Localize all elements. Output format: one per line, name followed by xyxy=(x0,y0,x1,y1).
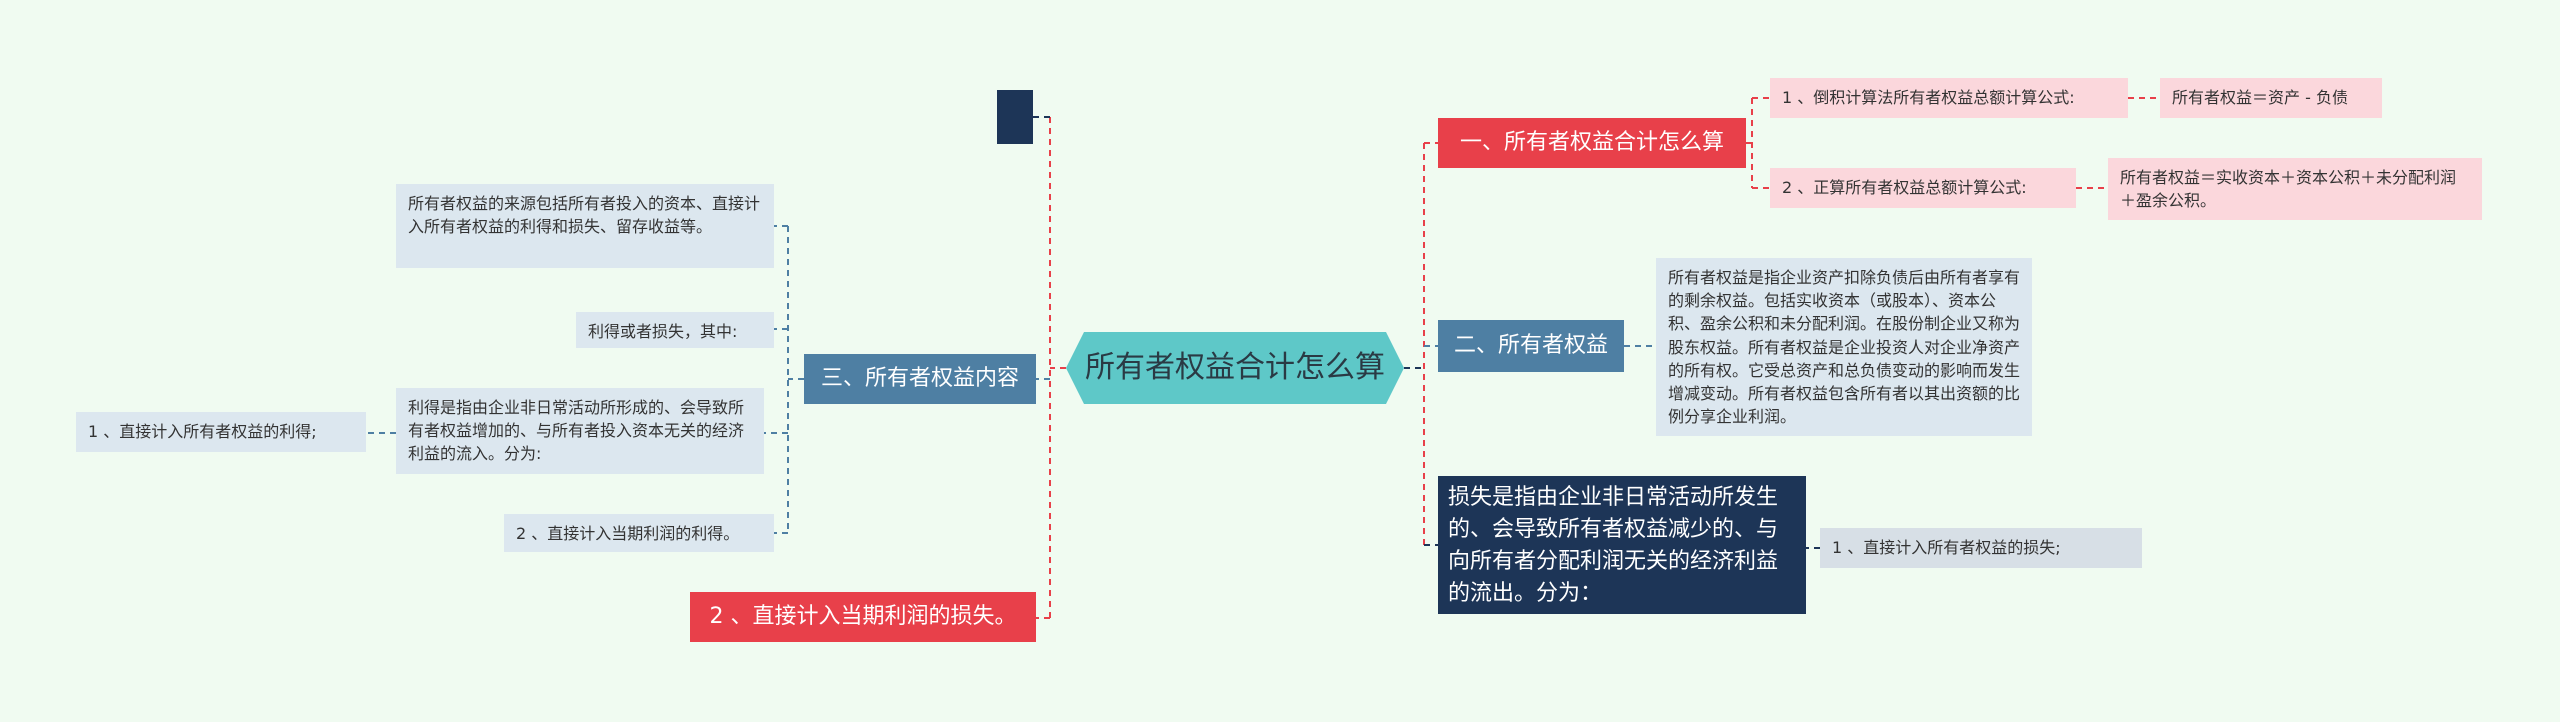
leaf-right-formula-2[interactable]: 2 、正算所有者权益总额计算公式: xyxy=(1770,168,2076,208)
leaf-right-formula-2-detail-text: 所有者权益＝实收资本＋资本公积＋未分配利润＋盈余公积。 xyxy=(2120,168,2457,211)
leaf-left-2[interactable]: 利得是指由企业非日常活动所形成的、会导致所有者权益增加的、与所有者投入资本无关的… xyxy=(396,388,764,474)
branch-left-content[interactable]: 三、所有者权益内容 xyxy=(804,354,1036,404)
leaf-right-formula-2-detail[interactable]: 所有者权益＝实收资本＋资本公积＋未分配利润＋盈余公积。 xyxy=(2108,158,2482,220)
leaf-left-1-text: 利得或者损失，其中: xyxy=(588,322,738,341)
branch-left-content-label: 三、所有者权益内容 xyxy=(820,366,1019,392)
leaf-left-2-text: 利得是指由企业非日常活动所形成的、会导致所有者权益增加的、与所有者投入资本无关的… xyxy=(408,398,745,464)
leaf-left-3-text: 2 、直接计入当期利润的利得。 xyxy=(516,524,740,543)
top-block-node[interactable] xyxy=(997,90,1033,144)
branch-right-loss-label: 损失是指由企业非日常活动所发生的、会导致所有者权益减少的、与向所有者分配利润无关… xyxy=(1448,485,1779,606)
leaf-right-formula-1[interactable]: 1 、倒积计算法所有者权益总额计算公式: xyxy=(1770,78,2128,118)
root-node[interactable]: 所有者权益合计怎么算 xyxy=(1066,332,1404,404)
leaf-right-formula-2-text: 2 、正算所有者权益总额计算公式: xyxy=(1782,178,2027,197)
branch-right-calc[interactable]: 一、所有者权益合计怎么算 xyxy=(1438,118,1746,168)
root-label: 所有者权益合计怎么算 xyxy=(1085,350,1385,386)
branch-right-equity[interactable]: 二、所有者权益 xyxy=(1438,320,1624,372)
leaf-left-0[interactable]: 所有者权益的来源包括所有者投入的资本、直接计入所有者权益的利得和损失、留存收益等… xyxy=(396,184,774,268)
leaf-left-sub-text: 1 、直接计入所有者权益的利得; xyxy=(88,422,317,441)
leaf-right-loss-child-text: 1 、直接计入所有者权益的损失; xyxy=(1832,538,2061,557)
leaf-right-formula-1-text: 1 、倒积计算法所有者权益总额计算公式: xyxy=(1782,88,2075,107)
leaf-right-formula-1-detail-text: 所有者权益＝资产 - 负债 xyxy=(2172,88,2348,107)
leaf-left-0-text: 所有者权益的来源包括所有者投入的资本、直接计入所有者权益的利得和损失、留存收益等… xyxy=(408,194,761,237)
leaf-right-equity-detail[interactable]: 所有者权益是指企业资产扣除负债后由所有者享有的剩余权益。包括实收资本（或股本）、… xyxy=(1656,258,2032,436)
leaf-left-3[interactable]: 2 、直接计入当期利润的利得。 xyxy=(504,514,774,552)
branch-left-bottom-label: 2 、直接计入当期利润的损失。 xyxy=(709,604,1017,630)
leaf-right-loss-child[interactable]: 1 、直接计入所有者权益的损失; xyxy=(1820,528,2142,568)
branch-right-equity-label: 二、所有者权益 xyxy=(1453,333,1608,359)
leaf-left-sub[interactable]: 1 、直接计入所有者权益的利得; xyxy=(76,412,366,452)
branch-right-loss[interactable]: 损失是指由企业非日常活动所发生的、会导致所有者权益减少的、与向所有者分配利润无关… xyxy=(1438,476,1806,614)
branch-left-bottom[interactable]: 2 、直接计入当期利润的损失。 xyxy=(690,592,1036,642)
leaf-right-formula-1-detail[interactable]: 所有者权益＝资产 - 负债 xyxy=(2160,78,2382,118)
branch-right-calc-label: 一、所有者权益合计怎么算 xyxy=(1459,130,1724,156)
leaf-left-1[interactable]: 利得或者损失，其中: xyxy=(576,312,774,348)
leaf-right-equity-detail-text: 所有者权益是指企业资产扣除负债后由所有者享有的剩余权益。包括实收资本（或股本）、… xyxy=(1668,268,2021,427)
